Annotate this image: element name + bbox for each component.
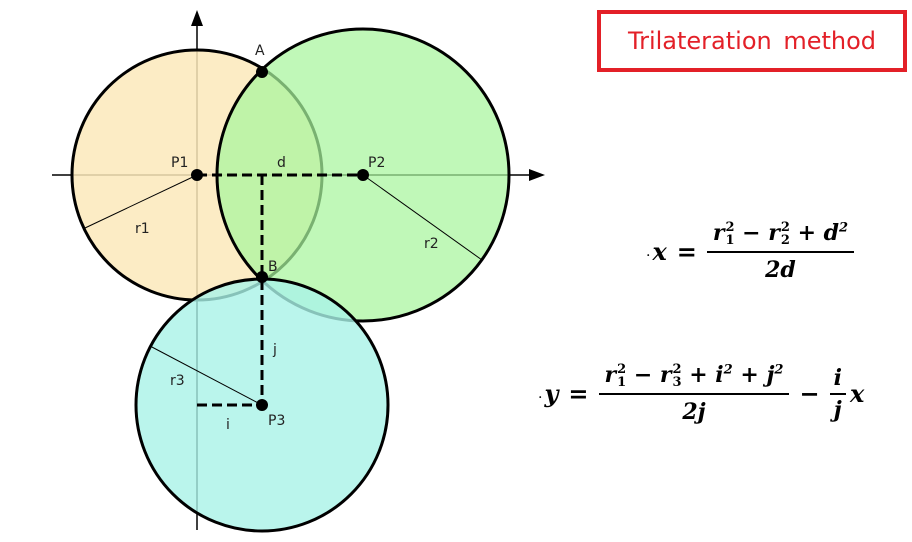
point-p1: [191, 169, 203, 181]
formula-y-denominator: 2j: [682, 399, 706, 425]
formula-y-tail-var: x: [849, 379, 865, 408]
formula-x-denominator: 2d: [765, 257, 796, 283]
formula-y-tail-fraction: i j: [829, 364, 846, 423]
radius-r3: [149, 345, 263, 406]
label-p1: P1: [171, 155, 188, 171]
formula-y-tail-num: i: [833, 364, 842, 391]
label-p2: P2: [368, 155, 385, 171]
label-b: B: [268, 259, 278, 275]
label-a: A: [255, 43, 265, 59]
label-r1: r1: [135, 221, 150, 237]
label-p3: P3: [268, 413, 285, 429]
label-r2: r2: [424, 236, 439, 252]
formula-y-tail-den: j: [833, 396, 842, 423]
trilateration-diagram: A B P1 P2 P3 d j i r1 r2 r3: [52, 10, 545, 533]
radius-r2: [362, 174, 483, 261]
title-box: Trilateration method: [597, 10, 907, 72]
label-d: d: [277, 155, 286, 171]
formula-x-lhs: x: [652, 237, 667, 266]
formula-y-lhs: y: [544, 379, 559, 408]
y-axis-arrow: [191, 10, 203, 26]
x-axis-arrow: [529, 169, 545, 181]
point-p3: [256, 399, 268, 411]
label-i: i: [226, 417, 230, 433]
label-j: j: [272, 342, 277, 358]
label-r3: r3: [170, 373, 185, 389]
point-a: [256, 66, 268, 78]
point-p2: [357, 169, 369, 181]
page-title: Trilateration method: [627, 27, 877, 55]
radius-r1: [84, 174, 198, 229]
point-b: [256, 271, 268, 283]
